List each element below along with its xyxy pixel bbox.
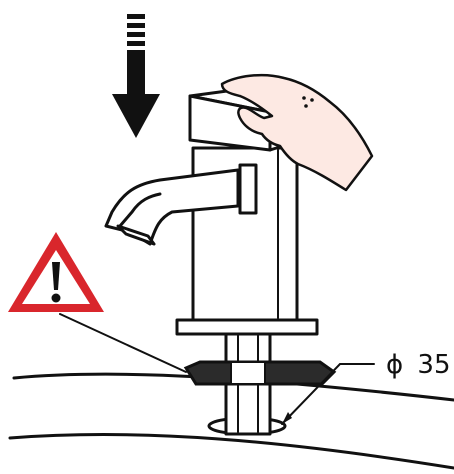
faucet-spout [104,163,258,246]
hand-icon [220,73,374,192]
diameter-label: ϕ 35 [386,350,451,380]
diameter-leader-line [281,363,375,425]
down-arrow-icon [112,14,160,138]
warning-triangle-icon [8,232,104,312]
faucet-base-plate [175,318,319,336]
warning-leader-line [59,313,187,373]
diameter-symbol: ϕ [386,350,403,380]
gasket [183,360,337,386]
diameter-value: 35 [417,350,450,380]
